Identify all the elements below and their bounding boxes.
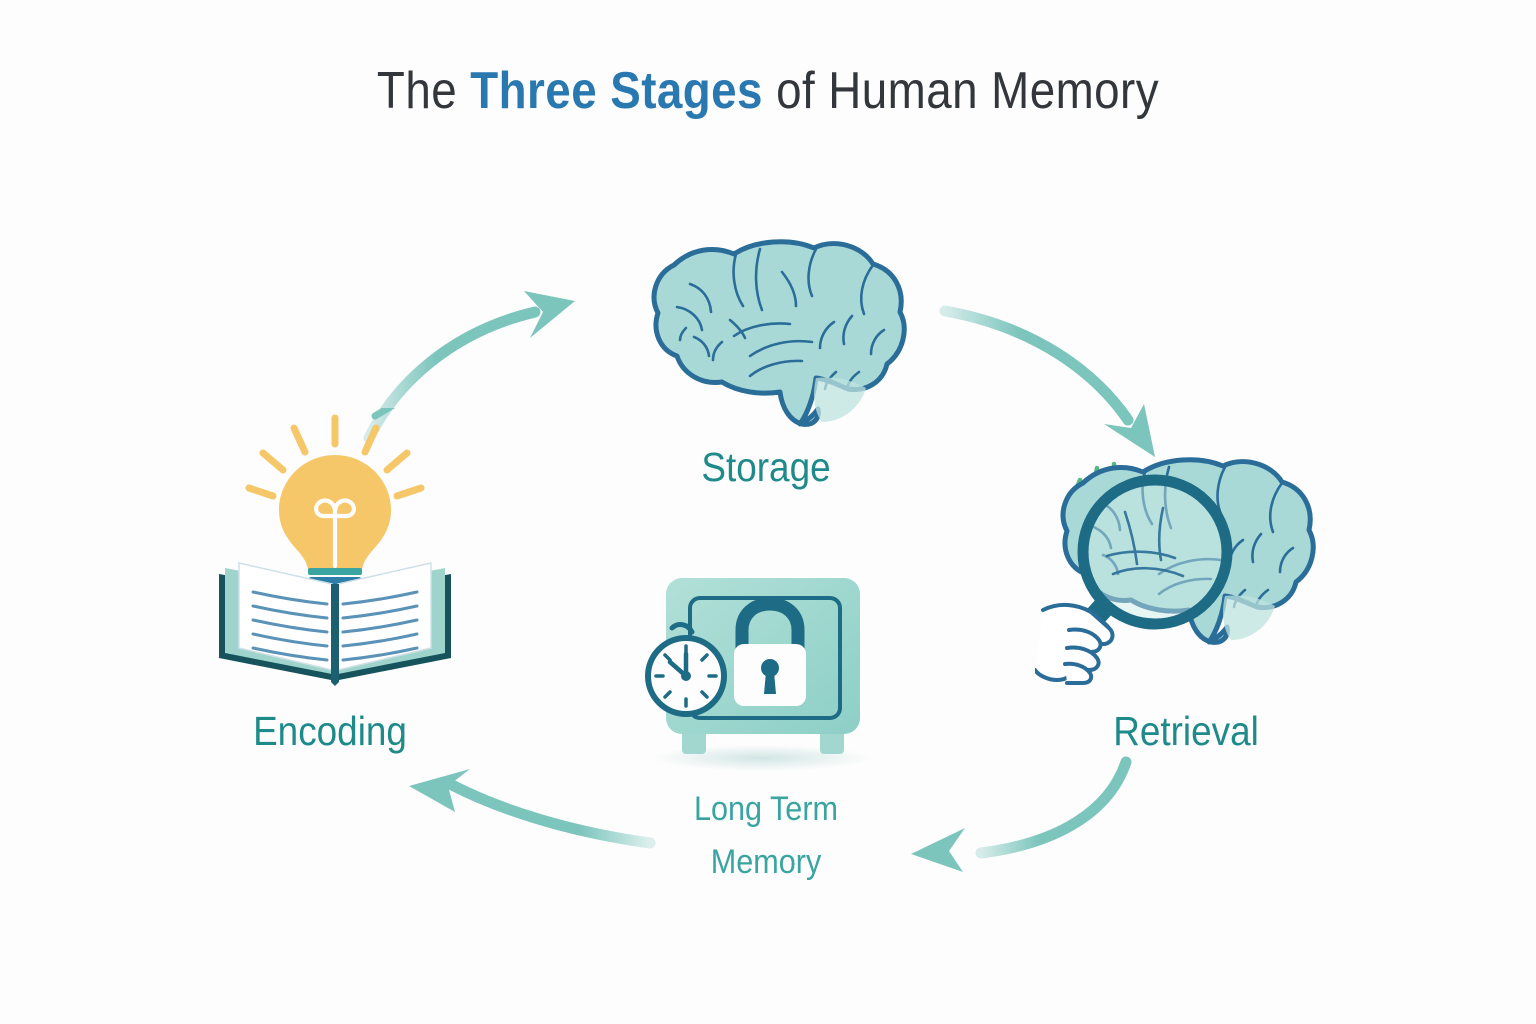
open-book-with-lightbulb-icon	[219, 408, 451, 686]
book-text-lines	[251, 590, 419, 662]
safe-vault-with-padlock-and-clock-icon	[645, 578, 872, 771]
label-storage: Storage	[701, 444, 831, 490]
title-prefix: The	[376, 62, 471, 120]
brain-with-magnifying-glass-icon	[1035, 457, 1316, 685]
lightbulb-rays-icon	[245, 414, 425, 500]
label-long-term-memory: Long Term Memory	[631, 783, 901, 888]
label-retrieval: Retrieval	[1113, 708, 1259, 754]
clock-icon	[645, 622, 727, 717]
arrow-retrieval-to-memory	[911, 756, 1132, 872]
arrow-storage-to-retrieval	[939, 305, 1155, 457]
label-ltm-line2: Memory	[710, 842, 822, 881]
padlock-icon	[734, 597, 806, 706]
page-title: The Three Stages of Human Memory	[92, 62, 1444, 122]
label-ltm-line1: Long Term	[693, 790, 839, 828]
brain-icon	[651, 239, 907, 427]
label-encoding: Encoding	[253, 708, 407, 754]
arrow-memory-to-encoding	[409, 769, 656, 849]
hand-icon	[1035, 603, 1115, 685]
title-accent: Three Stages	[470, 62, 763, 120]
title-suffix: of Human Memory	[762, 62, 1160, 120]
